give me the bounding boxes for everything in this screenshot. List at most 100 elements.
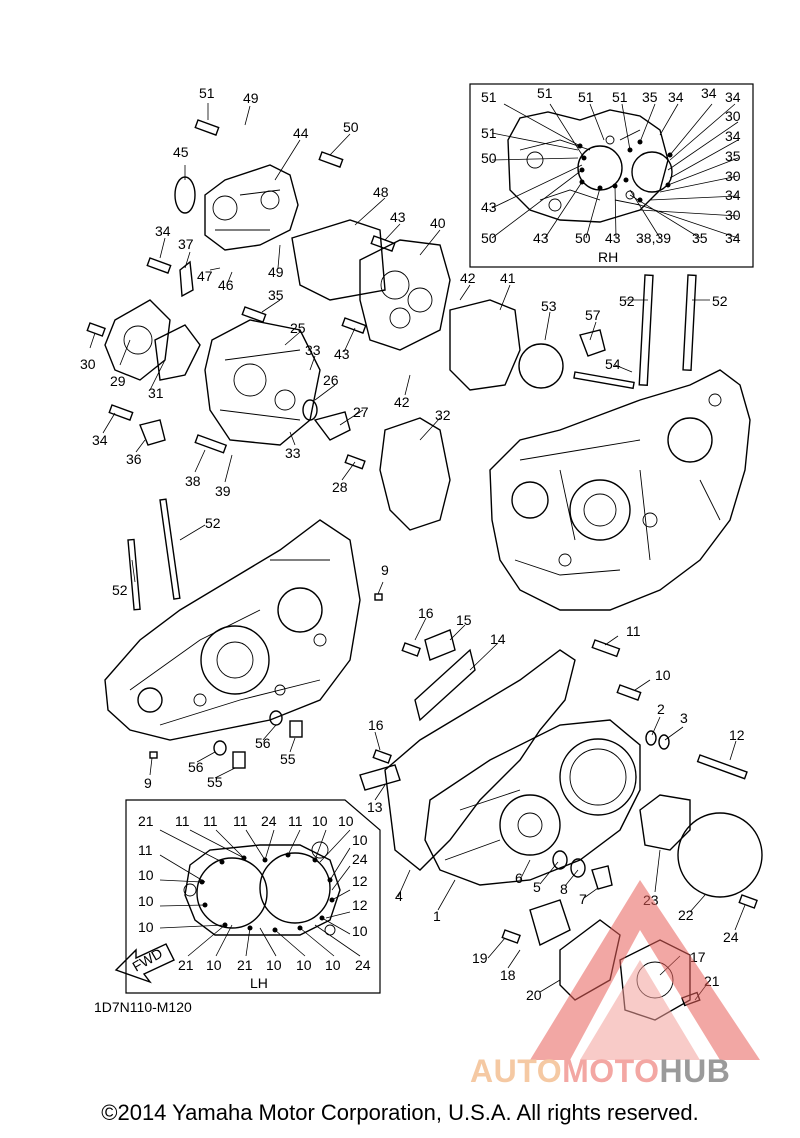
rh-callout: 34 [701, 85, 717, 101]
callout-52b: 52 [712, 293, 728, 309]
callout-39: 39 [215, 483, 231, 499]
rh-callout: 50 [575, 230, 591, 246]
rh-callout: 34 [725, 187, 741, 203]
lh-callout: 10 [138, 919, 154, 935]
lh-callout: 10 [266, 957, 282, 973]
rh-callout: 51 [537, 85, 553, 101]
fwd-label: FWD [130, 945, 166, 975]
lh-callout: 21 [178, 957, 194, 973]
studs [127, 274, 697, 611]
watermark-auto: AUTO [470, 1053, 563, 1089]
callout-49: 49 [243, 90, 259, 106]
callout-1: 1 [433, 908, 441, 924]
callout-30: 30 [80, 356, 96, 372]
callout-24: 24 [723, 929, 739, 945]
callout-50: 50 [343, 119, 359, 135]
lh-callout: 11 [138, 842, 153, 858]
rh-dots [577, 139, 673, 203]
callout-5: 5 [533, 879, 541, 895]
rh-callout: 30 [725, 168, 741, 184]
rh-callout: 50 [481, 150, 497, 166]
rh-callout: 51 [481, 125, 497, 141]
callout-34b: 34 [92, 432, 108, 448]
callout-10: 10 [655, 667, 671, 683]
rh-callout: 51 [612, 89, 628, 105]
callout-11: 11 [626, 623, 641, 639]
callout-27: 27 [353, 404, 369, 420]
rh-inset [469, 83, 754, 268]
lh-callout: 10 [312, 813, 328, 829]
lh-inset-label: LH [250, 975, 268, 991]
callout-labels: 51 49 44 50 45 34 37 47 46 49 48 43 40 4… [80, 85, 745, 1015]
callout-7: 7 [579, 891, 587, 907]
callout-49b: 49 [268, 264, 284, 280]
callout-53: 53 [541, 298, 557, 314]
lh-callout: 10 [206, 957, 222, 973]
rh-callout: 43 [481, 199, 497, 215]
lh-callout: 10 [325, 957, 341, 973]
callout-48: 48 [373, 184, 389, 200]
right-crankcase [489, 369, 751, 611]
callout-54: 54 [605, 356, 621, 372]
callout-9b: 9 [144, 775, 152, 791]
callout-52c: 52 [205, 515, 221, 531]
callout-43b: 43 [334, 346, 350, 362]
callout-29: 29 [110, 373, 126, 389]
callout-2: 2 [657, 701, 665, 717]
callout-42b: 42 [394, 394, 410, 410]
fwd-arrow [114, 943, 175, 984]
bolts [86, 119, 758, 1007]
lh-callout: 11 [175, 813, 190, 829]
callout-13: 13 [367, 799, 383, 815]
rh-callout: 51 [481, 89, 497, 105]
callout-37: 37 [178, 236, 194, 252]
callout-31: 31 [148, 385, 164, 401]
watermark-text: AUTOMOTOHUB [470, 1053, 730, 1090]
callout-52d: 52 [112, 582, 128, 598]
rh-callout: 34 [725, 230, 741, 246]
rh-callout: 34 [668, 89, 684, 105]
lh-callout: 10 [338, 813, 354, 829]
rh-inset-label: RH [598, 249, 618, 265]
callout-45: 45 [173, 144, 189, 160]
lh-callout: 24 [355, 957, 371, 973]
lh-callout: 10 [138, 867, 154, 883]
callout-22: 22 [678, 907, 694, 923]
leader-lines [89, 103, 746, 1001]
callout-43: 43 [390, 209, 406, 225]
rh-callout: 35 [725, 148, 741, 164]
callout-55: 55 [280, 751, 296, 767]
callout-16b: 16 [368, 717, 384, 733]
callout-6: 6 [515, 870, 523, 886]
copyright-notice: ©2014 Yamaha Motor Corporation, U.S.A. A… [101, 1100, 699, 1125]
lh-callout: 10 [352, 832, 368, 848]
lh-callout: 12 [352, 897, 368, 913]
rh-callout: 35 [692, 230, 708, 246]
callout-16: 16 [418, 605, 434, 621]
lh-callout: 24 [352, 851, 368, 867]
callout-44: 44 [293, 125, 309, 141]
lh-callout: 10 [138, 893, 154, 909]
rh-callout: 38,39 [636, 230, 671, 246]
callout-8: 8 [560, 881, 568, 897]
watermark-logo [530, 880, 760, 1060]
rh-callout: 43 [605, 230, 621, 246]
callout-36: 36 [126, 451, 142, 467]
callout-12: 12 [729, 727, 745, 743]
callout-18: 18 [500, 967, 516, 983]
callout-52: 52 [619, 293, 635, 309]
callout-42: 42 [460, 270, 476, 286]
diagram-code: 1D7N110-M120 [94, 999, 192, 1015]
callout-51: 51 [199, 85, 215, 101]
callout-55b: 55 [207, 774, 223, 790]
upper-left-parts [104, 164, 606, 531]
callout-41: 41 [500, 270, 516, 286]
callout-46: 46 [218, 277, 234, 293]
callout-20: 20 [526, 987, 542, 1003]
lh-callout: 11 [203, 813, 218, 829]
lh-callout: 21 [237, 957, 253, 973]
callout-3: 3 [680, 710, 688, 726]
callout-56: 56 [255, 735, 271, 751]
callout-32: 32 [435, 407, 451, 423]
